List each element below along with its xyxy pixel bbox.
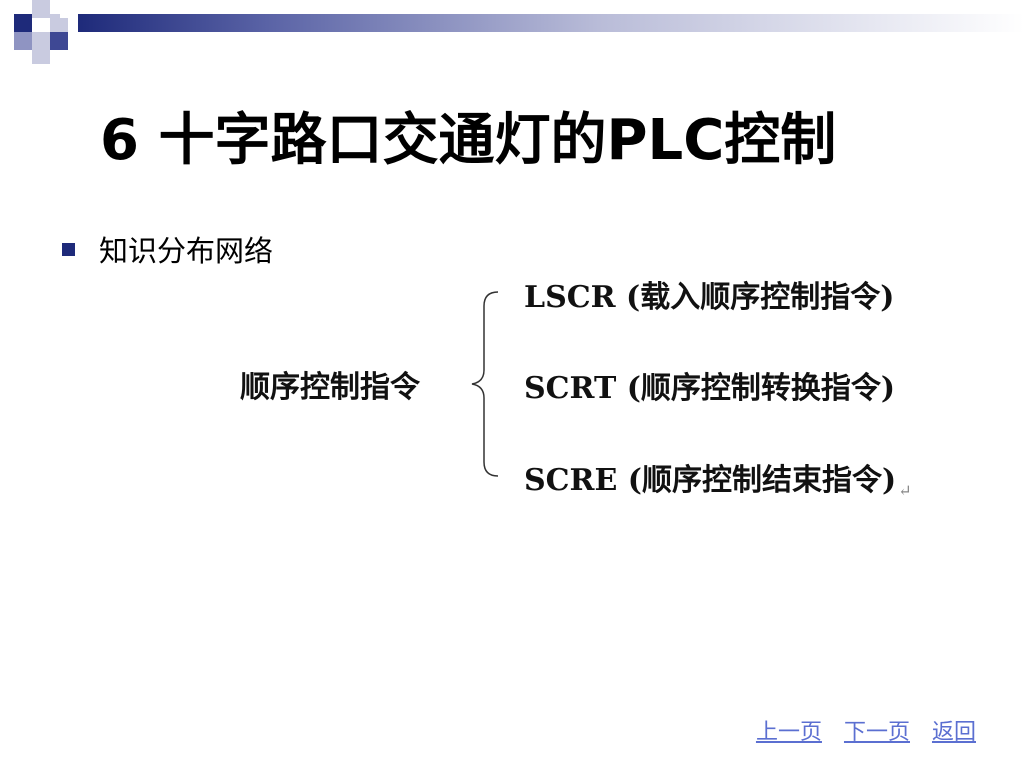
slide-title: 6 十字路口交通灯的PLC控制: [100, 108, 837, 173]
branch-code: SCRE: [524, 463, 618, 498]
back-link[interactable]: 返回: [931, 720, 976, 745]
branch-desc: (顺序控制结束指令): [627, 463, 897, 498]
diagram-branch-scrt: SCRT (顺序控制转换指令): [524, 363, 895, 407]
bullet-square-icon: [62, 242, 75, 256]
diagram-branch-lscr: LSCR (载入顺序控制指令): [524, 272, 894, 316]
bullet-text: 知识分布网络: [99, 234, 274, 268]
branch-desc: (顺序控制转换指令): [626, 371, 896, 406]
left-brace: [471, 291, 499, 477]
slide-navigation: 上一页 下一页 返回: [756, 714, 976, 746]
return-mark-icon: ↵: [898, 481, 912, 500]
header-gradient-bar: [78, 14, 1024, 32]
prev-page-link[interactable]: 上一页: [755, 720, 822, 745]
corner-decoration: [0, 0, 90, 70]
branch-code: SCRT: [524, 371, 617, 406]
branch-code: LSCR: [524, 280, 616, 315]
next-page-link[interactable]: 下一页: [843, 720, 910, 745]
diagram-branch-scre: SCRE (顺序控制结束指令)↵: [524, 455, 912, 500]
bullet-item: 知识分布网络: [62, 228, 273, 270]
branch-desc: (载入顺序控制指令): [626, 280, 895, 315]
diagram-root-label: 顺序控制指令: [240, 370, 420, 405]
